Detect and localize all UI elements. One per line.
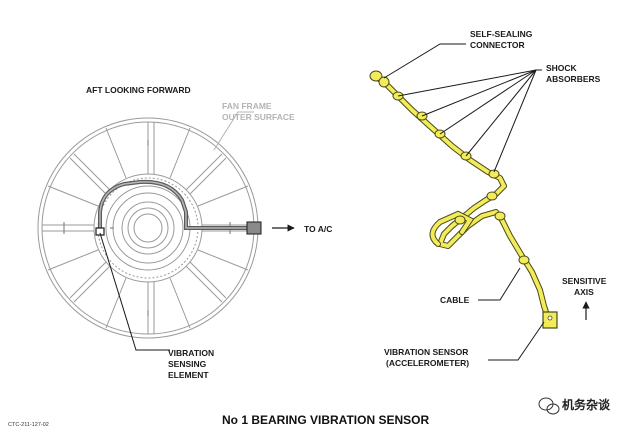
to-ac-label: TO A/C <box>304 224 332 234</box>
shock-label: SHOCK <box>546 63 578 73</box>
vibration-sensor-assembly <box>369 70 558 329</box>
sensor-leader-lines <box>383 43 545 361</box>
vibration-element-label-3: ELEMENT <box>168 370 209 380</box>
absorbers-label: ABSORBERS <box>546 74 601 84</box>
connector-box <box>246 221 262 235</box>
wechat-icon <box>538 397 560 415</box>
vibration-element-label-2: SENSING <box>168 359 207 369</box>
vibration-element-label-1: VIBRATION <box>168 348 214 358</box>
fan-frame-struts <box>42 122 254 334</box>
sensitive-label: SENSITIVE <box>562 276 607 286</box>
vibration-sensor-label: VIBRATION SENSOR <box>384 347 468 357</box>
axis-label: AXIS <box>574 287 594 297</box>
vibration-element-leader <box>99 232 170 351</box>
accelerometer-label: (ACCELEROMETER) <box>386 358 469 368</box>
connector-label: CONNECTOR <box>470 40 525 50</box>
self-sealing-connector <box>369 70 390 88</box>
self-sealing-label: SELF-SEALING <box>470 29 533 39</box>
fan-frame-leader <box>213 111 254 151</box>
fan-frame-label: FAN FRAME <box>222 101 272 111</box>
fan-frame-outer-surface-label: OUTER SURFACE <box>222 112 295 122</box>
watermark: 机务杂谈 <box>538 397 611 415</box>
sensing-element-cable <box>98 179 248 232</box>
sensor-cable <box>375 75 551 321</box>
aft-looking-forward-label: AFT LOOKING FORWARD <box>86 85 191 95</box>
figure-title: No 1 BEARING VIBRATION SENSOR <box>222 413 429 427</box>
sensing-element-block <box>95 227 105 236</box>
cable-label: CABLE <box>440 295 470 305</box>
accelerometer <box>542 311 558 329</box>
figure-code: CTC-211-127-02 <box>8 422 49 428</box>
watermark-text: 机务杂谈 <box>562 397 611 412</box>
